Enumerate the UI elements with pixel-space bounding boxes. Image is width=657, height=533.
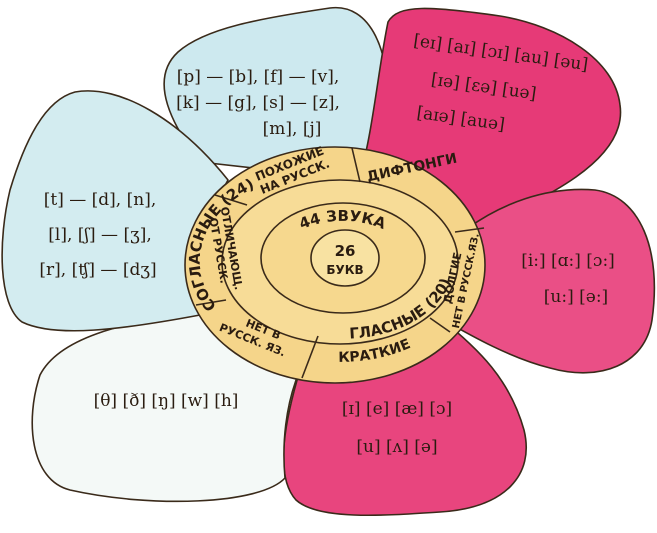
short-vowels-line2-petal: [u] [ʌ] [ə] xyxy=(356,437,437,457)
different-consonants-line2: [l], [ʃ] — [ʒ], xyxy=(48,225,151,245)
divider-long-short xyxy=(429,317,451,333)
similar-consonants-line3: [m], [j] xyxy=(263,119,322,139)
divider-similar-different xyxy=(214,194,248,206)
letters-count: 26 xyxy=(335,242,356,260)
center-letters-circle xyxy=(310,229,380,287)
divider-different-absent xyxy=(195,299,227,306)
divider-consonants-vowels xyxy=(301,335,319,379)
different-consonants-line1: [t] — [d], [n], xyxy=(44,190,156,210)
absent-consonants-line1: [θ] [ð] [ŋ] [w] [h] xyxy=(94,391,239,411)
divider-diphthongs-long xyxy=(454,227,485,233)
long-vowels-line1-petal: [i:] [ɑ:] [ɔ:] xyxy=(521,251,615,271)
long-vowels-line2-petal: [u:] [ə:] xyxy=(544,287,608,307)
letters-label: БУКВ xyxy=(326,263,363,277)
divider-diphthongs-left xyxy=(351,147,361,183)
short-vowels-line1-petal: [ɪ] [e] [æ] [ɔ] xyxy=(342,399,452,419)
different-consonants-line3: [r], [ʧ] — [dʒ] xyxy=(39,260,156,280)
similar-consonants-line1: [p] — [b], [f] — [v], xyxy=(177,67,340,87)
similar-consonants-line2: [k] — [g], [s] — [z], xyxy=(176,93,340,113)
